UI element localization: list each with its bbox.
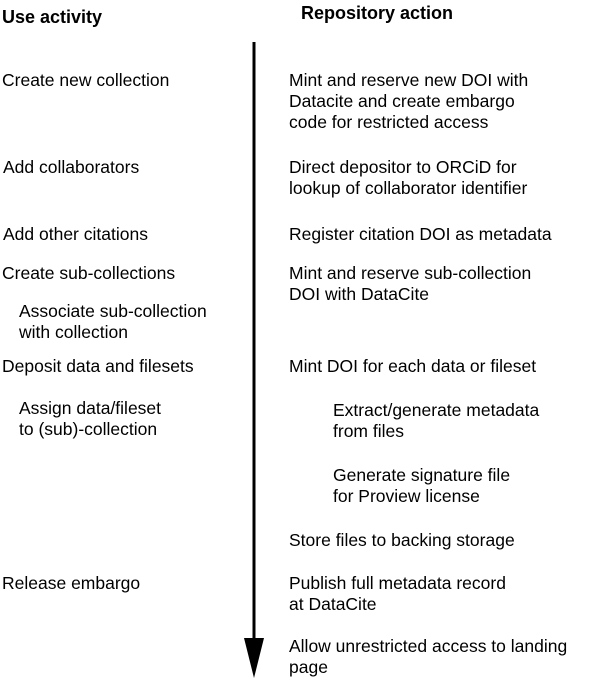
timeline-arrowhead [244, 638, 264, 678]
use-activity-add-collaborators: Add collaborators [3, 157, 140, 177]
repo-action-mint-data-doi: Mint DOI for each data or fileset [289, 356, 537, 376]
repository-action-header: Repository action [301, 3, 454, 23]
use-activity-associate-subcollection: Associate sub-collection with collection [19, 301, 207, 342]
repo-action-unrestricted-access: Allow unrestricted access to landing pag… [289, 636, 568, 677]
repo-action-publish-metadata: Publish full metadata record at DataCite [289, 573, 506, 614]
use-activity-add-citations: Add other citations [3, 224, 148, 244]
repo-action-mint-subcollection-doi: Mint and reserve sub-collection DOI with… [289, 263, 532, 304]
repo-action-store-files: Store files to backing storage [289, 530, 515, 550]
repo-action-register-citation: Register citation DOI as metadata [289, 224, 552, 244]
use-activity-header: Use activity [2, 7, 103, 27]
repo-action-extract-metadata: Extract/generate metadata from files [333, 400, 540, 441]
repo-action-signature-file: Generate signature file for Proview lice… [333, 465, 511, 506]
use-activity-release-embargo: Release embargo [2, 573, 141, 593]
repo-action-orcid-lookup: Direct depositor to ORCiD for lookup of … [289, 157, 528, 198]
use-activity-create-collection: Create new collection [2, 70, 170, 90]
use-activity-deposit-data: Deposit data and filesets [2, 356, 194, 376]
use-activity-assign-data: Assign data/fileset to (sub)-collection [19, 398, 162, 439]
use-activity-create-subcollections: Create sub-collections [2, 263, 176, 283]
repo-action-mint-reserve-doi: Mint and reserve new DOI with Datacite a… [289, 70, 529, 132]
